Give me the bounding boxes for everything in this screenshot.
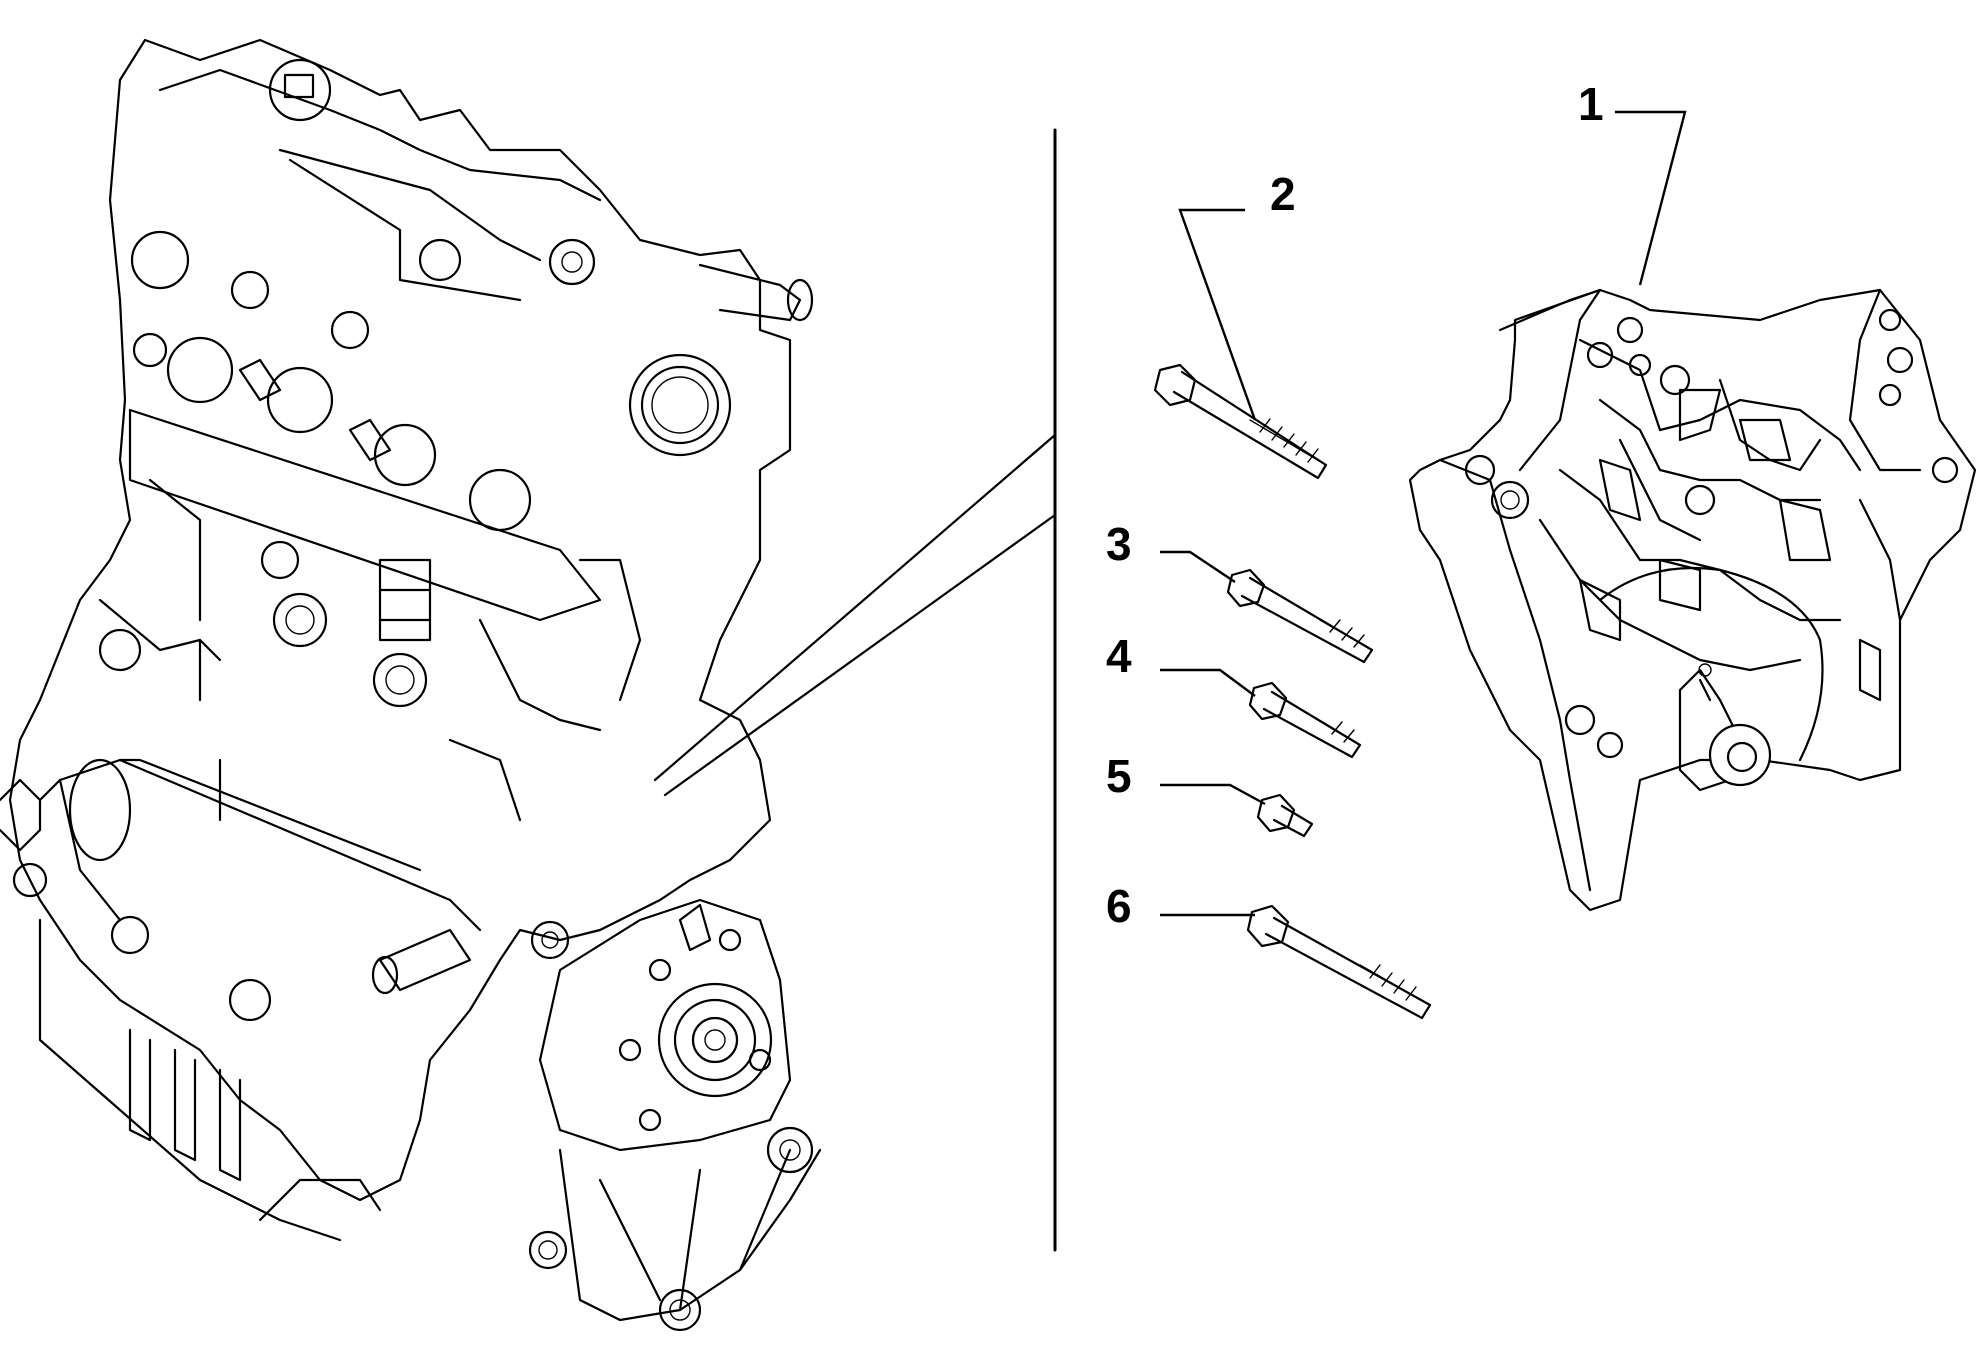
leader-part-5	[1160, 783, 1266, 806]
engine-block	[0, 38, 822, 1332]
bracket-part-1	[1408, 288, 1977, 912]
leader-part-4	[1160, 668, 1256, 697]
bolt-part-3	[1226, 568, 1374, 664]
leader-part-1	[1615, 110, 1687, 286]
callout-5: 5	[1106, 750, 1132, 802]
bolt-part-6	[1246, 904, 1432, 1020]
bolt-part-4	[1248, 681, 1362, 759]
callout-1: 1	[1578, 78, 1604, 130]
callout-6: 6	[1106, 880, 1132, 932]
callout-4: 4	[1106, 630, 1132, 682]
callout-3: 3	[1106, 518, 1132, 570]
leader-part-2	[1178, 208, 1257, 421]
separator-line	[653, 128, 1057, 1252]
bolt-part-5	[1256, 793, 1314, 838]
callout-labels: 1 2 3 4 5 6	[1106, 78, 1604, 932]
leader-part-3	[1160, 550, 1236, 583]
callout-2: 2	[1270, 168, 1296, 220]
